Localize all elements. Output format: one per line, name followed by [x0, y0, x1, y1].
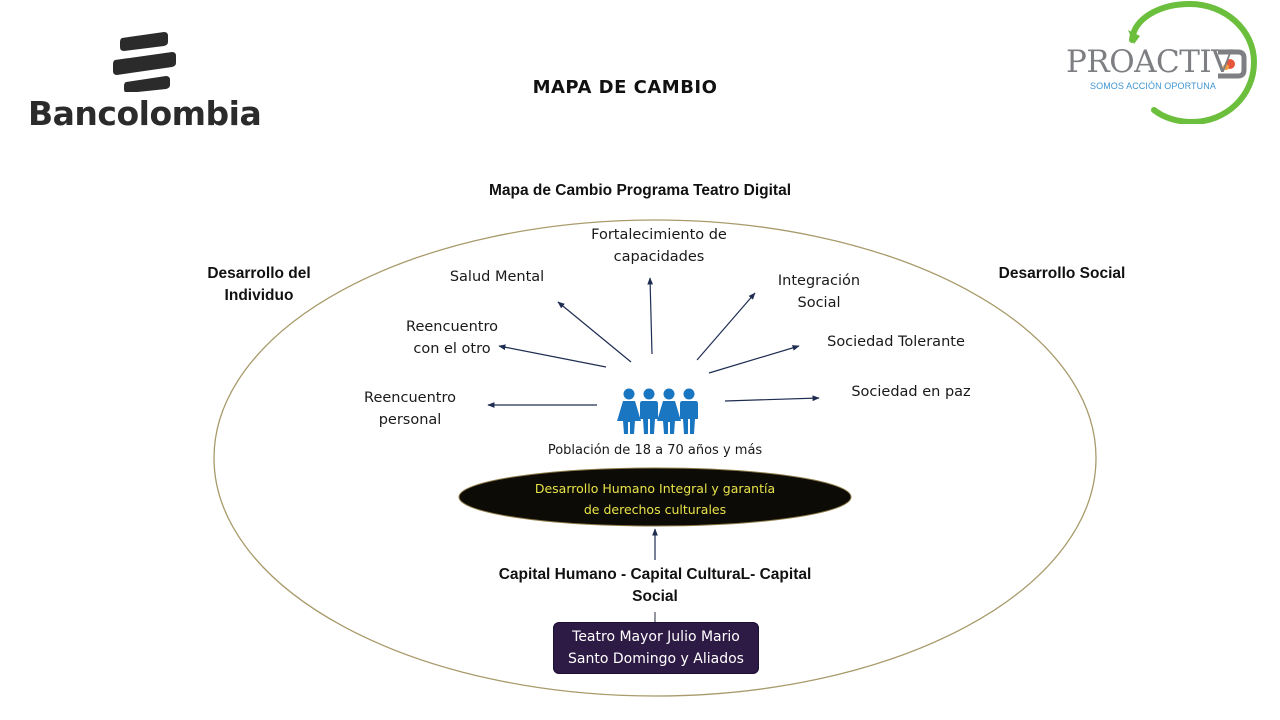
bancolombia-mark-icon: [113, 32, 176, 92]
outcome-fortalecimiento: Fortalecimiento de capacidades: [591, 227, 727, 265]
proactivo-tagline: SOMOS ACCIÓN OPORTUNA: [1090, 81, 1216, 91]
outcome-integracion-social: Integración Social: [777, 273, 861, 311]
arrow-salud-mental: [557, 301, 632, 363]
proactivo-wordmark: PROACTIV: [1066, 44, 1234, 80]
outcome-reencuentro-otro: Reencuentro con el otro: [406, 319, 498, 357]
outcome-reencuentro-personal: Reencuentro personal: [364, 390, 456, 428]
arrow-sociedad-paz: [724, 395, 820, 402]
people-group-icon: [617, 388, 698, 434]
arrow-reencuentro-otro: [498, 344, 607, 368]
page-title: MAPA DE CAMBIO: [532, 77, 718, 98]
proactivo-ring-icon: [1128, 0, 1258, 124]
source-label: Teatro Mayor Julio Mario Santo Domingo y…: [568, 629, 744, 667]
capitals-label: Capital Humano - Capital CulturaL- Capit…: [498, 566, 812, 605]
population-label: Población de 18 a 70 años y más: [547, 443, 763, 458]
arrow-integracion-social: [696, 292, 756, 361]
dimension-individual: Desarrollo del Individuo: [207, 265, 311, 304]
outer-ellipse: [213, 219, 1097, 697]
dimension-social: Desarrollo Social: [998, 265, 1126, 282]
diagram-title: Mapa de Cambio Programa Teatro Digital: [488, 182, 792, 199]
source-box: Teatro Mayor Julio Mario Santo Domingo y…: [553, 622, 759, 674]
outcome-sociedad-paz: Sociedad en paz: [851, 384, 971, 400]
arrow-fortalecimiento: [647, 277, 654, 355]
goal-ellipse: [458, 467, 852, 527]
arrow-sociedad-tolerante: [708, 345, 800, 374]
outcome-salud-mental: Salud Mental: [449, 269, 545, 285]
goal-label: Desarrollo Humano Integral y garantía de…: [534, 481, 776, 517]
proactivo-o-icon: [1218, 49, 1247, 79]
proactivo-logo: PROACTIV SOMOS ACCIÓN OPORTUNA: [1060, 0, 1260, 124]
outcome-sociedad-tolerante: Sociedad Tolerante: [827, 334, 965, 350]
bancolombia-logo: Bancolombia: [28, 32, 268, 136]
bancolombia-wordmark: Bancolombia: [28, 94, 262, 133]
